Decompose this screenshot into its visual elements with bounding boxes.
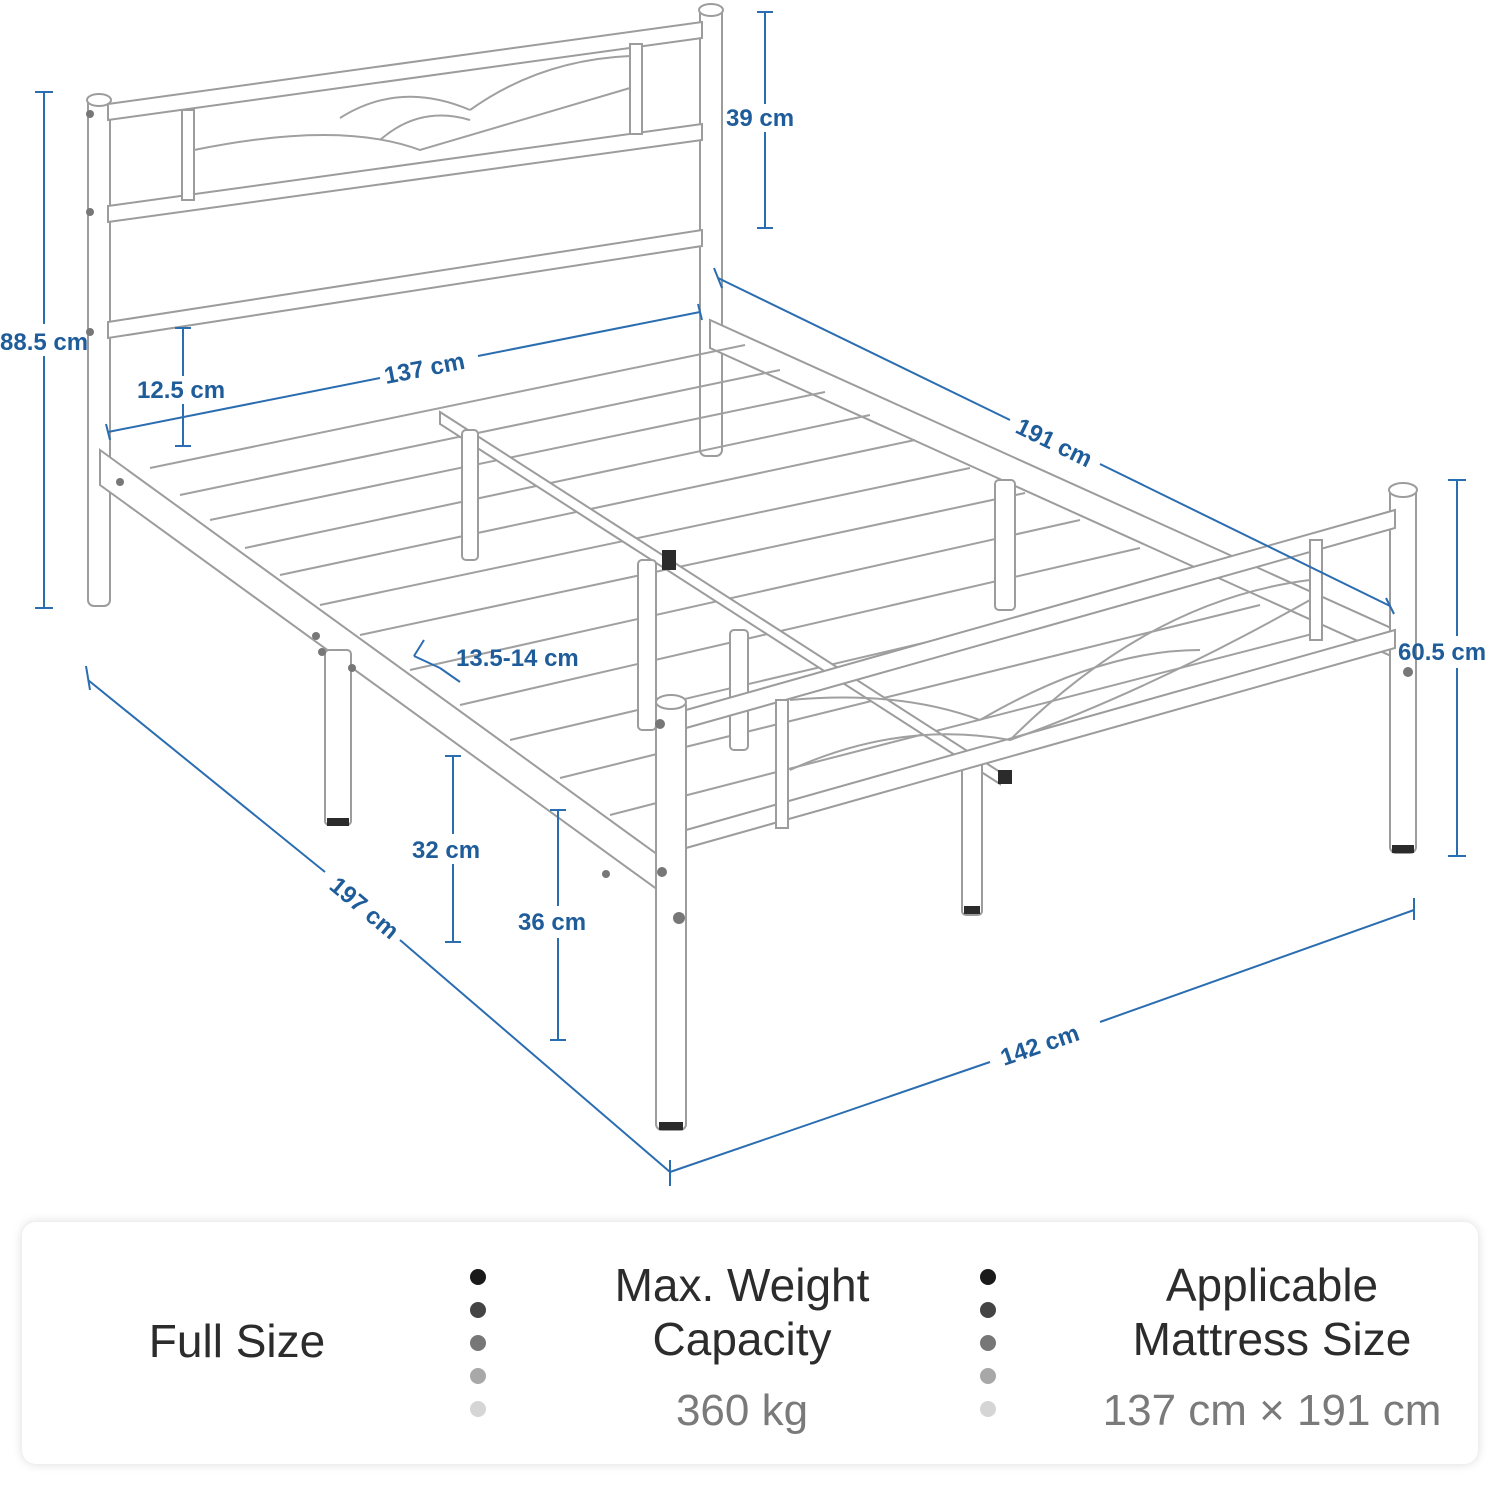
dim-inner-width: 137 cm [382, 348, 467, 390]
divider-dot [980, 1269, 996, 1285]
mattress-value: 137 cm × 191 cm [1102, 1386, 1442, 1435]
divider-dots [470, 1269, 490, 1434]
mattress-title-line2: Mattress Size [1132, 1313, 1412, 1365]
weight-title-line1: Max. Weight [614, 1259, 870, 1311]
mattress-title-line1: Applicable [1165, 1259, 1379, 1311]
bed-frame-diagram: 39 cm 88.5 cm 12.5 cm 137 cm 191 cm 60.5… [0, 3, 1486, 1186]
dim-total-width: 142 cm [997, 1020, 1083, 1072]
slats [149, 344, 1321, 816]
dim-total-height: 88.5 cm [0, 329, 88, 356]
divider-dot [470, 1401, 486, 1417]
size-label: Full Size [148, 1315, 326, 1367]
dim-leg-height: 36 cm [518, 909, 586, 936]
dimension-lines [35, 11, 1466, 1186]
dim-total-length: 197 cm [324, 872, 404, 945]
divider-dot [980, 1335, 996, 1351]
dim-slat-gap: 13.5-14 cm [456, 645, 579, 672]
mattress-title: Applicable Mattress Size [1072, 1258, 1472, 1366]
divider-dot [470, 1302, 486, 1318]
weight-title-line2: Capacity [652, 1313, 832, 1365]
divider-dot [980, 1302, 996, 1318]
divider-dot [980, 1368, 996, 1384]
divider-dot [980, 1401, 996, 1417]
info-panel: Full Size Max. Weight Capacity 360 kg Ap… [22, 1222, 1478, 1464]
divider-dots [980, 1269, 1000, 1434]
divider-dot [470, 1368, 486, 1384]
dim-under-bed: 32 cm [412, 837, 480, 864]
weight-value: 360 kg [675, 1386, 809, 1435]
divider-dot [470, 1269, 486, 1285]
bed-frame-illustration [86, 3, 1418, 1131]
dim-under-gap: 12.5 cm [137, 377, 225, 404]
dim-footboard-height: 60.5 cm [1398, 639, 1486, 666]
weight-title: Max. Weight Capacity [562, 1258, 922, 1366]
divider-dot [470, 1335, 486, 1351]
dim-headboard-top: 39 cm [726, 105, 794, 132]
